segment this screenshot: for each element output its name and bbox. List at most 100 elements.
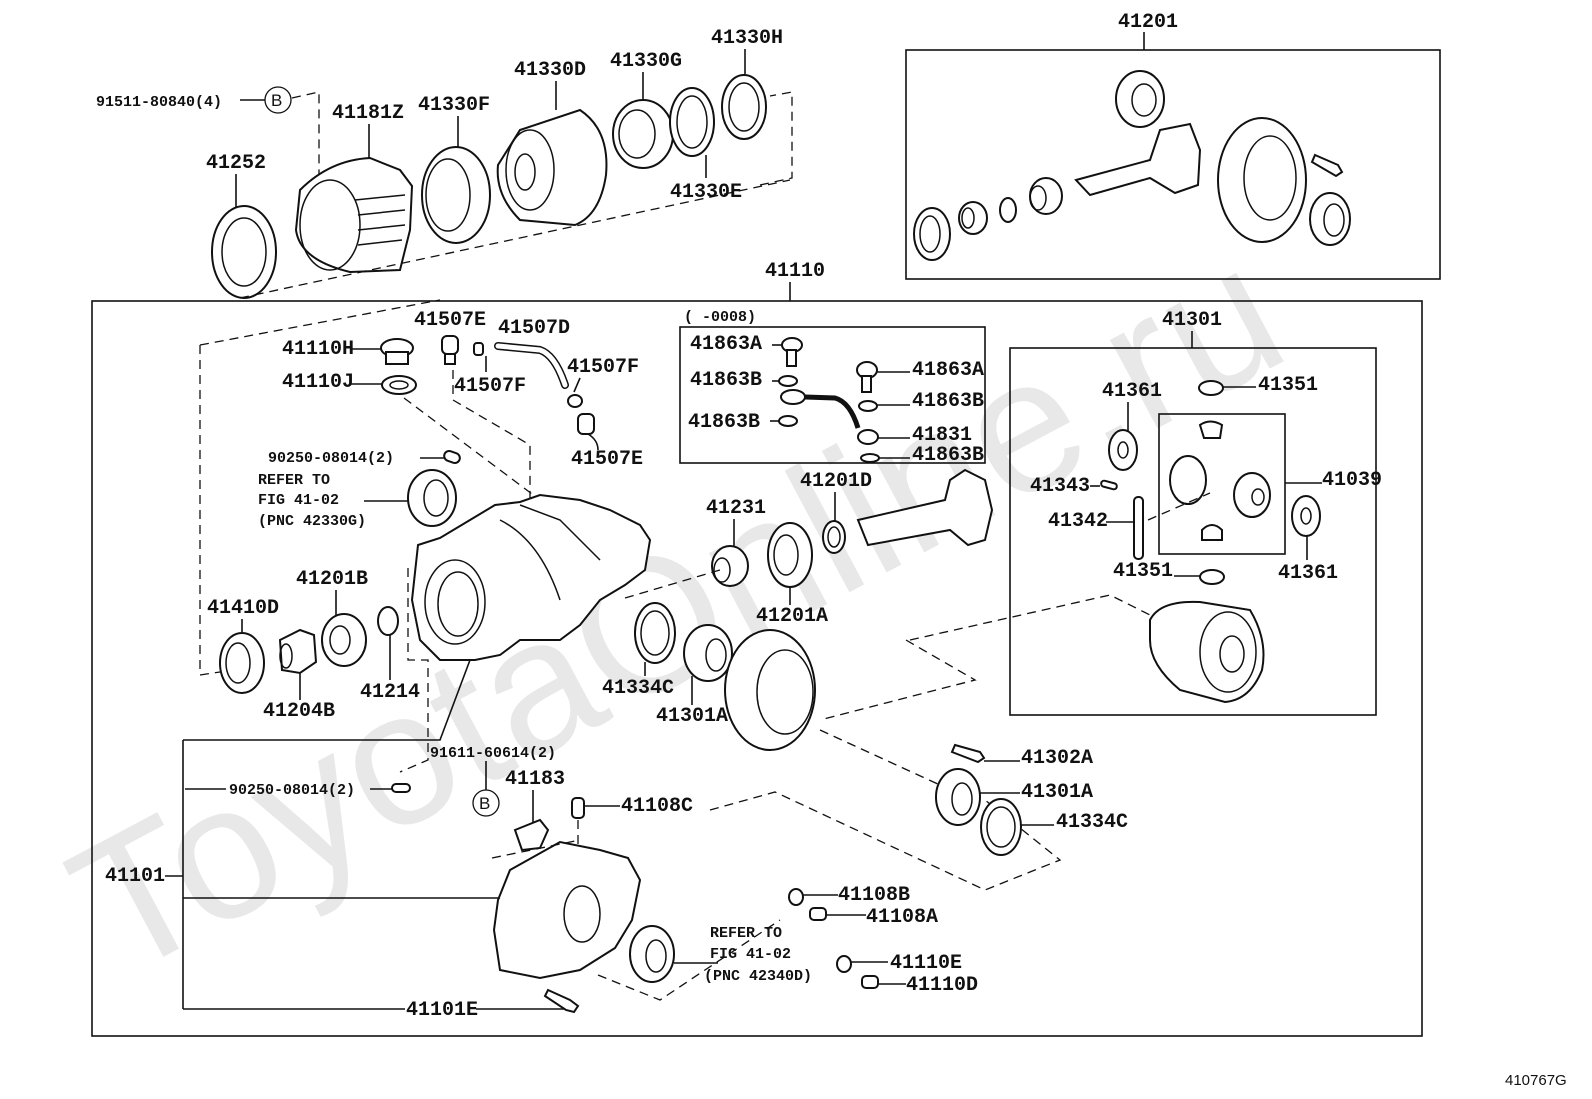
part-41301a-bearing-left[interactable] (683, 624, 733, 682)
label-41302A[interactable]: 41302A (1021, 747, 1093, 770)
label-41334C-right[interactable]: 41334C (1056, 811, 1128, 834)
label-41863B-right1[interactable]: 41863B (912, 390, 984, 413)
part-41201a-bearing[interactable] (767, 522, 813, 588)
part-rear-cover[interactable] (492, 840, 642, 980)
refer-note-2-line2[interactable]: FIG 41-02 (710, 946, 791, 963)
label-41110D[interactable]: 41110D (906, 974, 978, 997)
label-41101E[interactable]: 41101E (406, 999, 478, 1022)
part-41507f-clip-right[interactable] (567, 394, 583, 408)
part-41410d-seal[interactable] (219, 632, 265, 694)
label-41831[interactable]: 41831 (912, 424, 972, 447)
part-41301a-bearing-right[interactable] (935, 768, 981, 826)
label-41330F[interactable]: 41330F (418, 94, 490, 117)
label-41231[interactable]: 41231 (706, 497, 766, 520)
label-41110[interactable]: 41110 (765, 260, 825, 283)
label-41252[interactable]: 41252 (206, 152, 266, 175)
refer-note-1-line3[interactable]: (PNC 42330G) (258, 513, 366, 530)
part-41201b-bearing[interactable] (321, 613, 367, 667)
label-41201D[interactable]: 41201D (800, 470, 872, 493)
kit-41201-pinion[interactable] (1074, 122, 1202, 197)
label-41330H[interactable]: 41330H (711, 27, 783, 50)
refer-note-1-line2[interactable]: FIG 41-02 (258, 492, 339, 509)
part-41039-side-gear-right[interactable] (1233, 472, 1271, 518)
part-drive-pinion[interactable] (856, 468, 994, 547)
label-41108A[interactable]: 41108A (866, 906, 938, 929)
part-differential-case[interactable] (1149, 600, 1265, 704)
label-41301[interactable]: 41301 (1162, 309, 1222, 332)
label-41201B[interactable]: 41201B (296, 568, 368, 591)
kit-41201-washer[interactable] (999, 197, 1017, 223)
part-41361-washer-top[interactable] (1108, 429, 1138, 471)
label-41039[interactable]: 41039 (1322, 469, 1382, 492)
refer-note-2-line3[interactable]: (PNC 42340D) (704, 968, 812, 985)
label-41863B-right2[interactable]: 41863B (912, 444, 984, 467)
part-41863b-washer-right1[interactable] (858, 400, 878, 412)
label-41361-top[interactable]: 41361 (1102, 380, 1162, 403)
part-41039-pinion-top[interactable] (1198, 420, 1224, 439)
label-41351-top[interactable]: 41351 (1258, 374, 1318, 397)
part-41204b-nut[interactable] (278, 628, 318, 675)
label-41110E[interactable]: 41110E (890, 952, 962, 975)
part-41108c-plug[interactable] (571, 797, 585, 819)
label-90250-08014-bottom[interactable]: 90250-08014(2) (229, 782, 355, 799)
part-carrier-housing[interactable] (410, 493, 652, 661)
part-41334c-race-left[interactable] (634, 602, 676, 664)
part-41361-washer-bottom[interactable] (1291, 495, 1321, 537)
label-41110H[interactable]: 41110H (282, 338, 354, 361)
kit-41201-bearing-right[interactable] (1309, 192, 1351, 246)
label-41410D[interactable]: 41410D (207, 597, 279, 620)
kit-41201-seal-left[interactable] (913, 207, 951, 261)
part-41039-side-gear-left[interactable] (1169, 455, 1207, 505)
part-90250-pin-bottom[interactable] (391, 783, 411, 793)
part-41110d-plug[interactable] (861, 975, 879, 989)
label-41201[interactable]: 41201 (1118, 11, 1178, 34)
label-41301A-left[interactable]: 41301A (656, 705, 728, 728)
label-41183[interactable]: 41183 (505, 768, 565, 791)
label-41863A-right[interactable]: 41863A (912, 359, 984, 382)
kit-41201-ring-gear[interactable] (1217, 117, 1307, 243)
label-90250-08014-top[interactable]: 90250-08014(2) (268, 450, 394, 467)
label-41204B[interactable]: 41204B (263, 700, 335, 723)
part-41330d-sleeve[interactable] (496, 108, 608, 227)
label-41108C[interactable]: 41108C (621, 795, 693, 818)
part-41863a-bolt-left[interactable] (781, 337, 803, 367)
part-41214-washer[interactable] (377, 606, 399, 636)
kit-41201-bolt[interactable] (1310, 153, 1344, 178)
part-41181z-adapter[interactable] (294, 156, 414, 274)
kit-41201-nut[interactable] (958, 201, 988, 235)
part-41302a-bolt[interactable] (950, 743, 986, 764)
part-41201d-washer[interactable] (822, 520, 846, 554)
part-41831-tube[interactable] (780, 389, 879, 445)
part-ring-gear[interactable] (724, 629, 816, 751)
part-41863b-washer-left1[interactable] (778, 375, 798, 387)
part-41231-spacer[interactable] (711, 545, 749, 587)
part-41108b-gasket[interactable] (788, 888, 804, 906)
part-41110h-plug[interactable] (380, 338, 414, 365)
part-41863a-bolt-right[interactable] (856, 361, 878, 393)
label-41507F-mid[interactable]: 41507F (454, 375, 526, 398)
part-41330e-ring[interactable] (669, 87, 715, 157)
kit-41201-spacer[interactable] (1029, 177, 1063, 215)
label-91611-60614[interactable]: 91611-60614(2) (430, 745, 556, 762)
label-41507D[interactable]: 41507D (498, 317, 570, 340)
label-41863B-left1[interactable]: 41863B (690, 369, 762, 392)
part-41330h-ring[interactable] (721, 74, 767, 140)
part-41351-washer-top[interactable] (1198, 380, 1224, 396)
part-41334c-race-right[interactable] (980, 798, 1022, 856)
kit-41201-bearing-top[interactable] (1115, 70, 1165, 128)
label-41863B-left2[interactable]: 41863B (688, 411, 760, 434)
part-41039-pinion-bottom[interactable] (1201, 524, 1223, 541)
part-41507e-union-top[interactable] (441, 335, 459, 365)
label-41351-bottom[interactable]: 41351 (1113, 560, 1173, 583)
label-41507E-right[interactable]: 41507E (571, 448, 643, 471)
label-41342[interactable]: 41342 (1048, 510, 1108, 533)
part-41110j-gasket[interactable] (381, 375, 417, 395)
label-41507F-right[interactable]: 41507F (567, 356, 639, 379)
label-41330G[interactable]: 41330G (610, 50, 682, 73)
part-41101e-bolt[interactable] (543, 988, 580, 1014)
part-41351-washer-bottom[interactable] (1199, 569, 1225, 585)
label-91511-80840[interactable]: 91511-80840(4) (96, 94, 222, 111)
label-41863A-left[interactable]: 41863A (690, 333, 762, 356)
label-41330D[interactable]: 41330D (514, 59, 586, 82)
part-41252-seal[interactable] (211, 205, 277, 299)
